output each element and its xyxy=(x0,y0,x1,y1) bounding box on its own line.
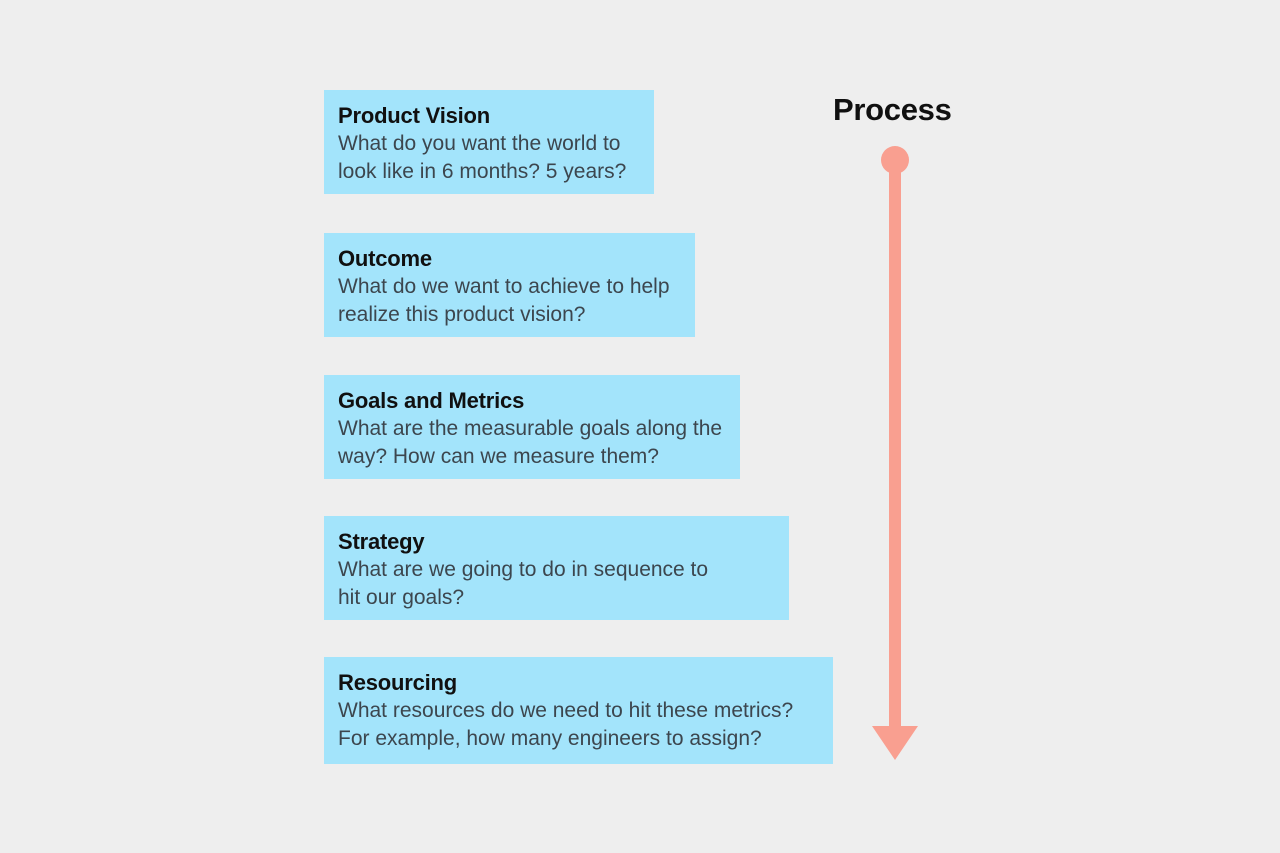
step-title: Resourcing xyxy=(338,670,458,695)
step-description: What do you want the world to look like … xyxy=(338,132,627,183)
process-arrow-icon xyxy=(872,146,918,760)
step-card-goals-and-metrics: Goals and Metrics What are the measurabl… xyxy=(324,375,740,479)
step-card-resourcing: Resourcing What resources do we need to … xyxy=(324,657,833,764)
step-card-strategy: Strategy What are we going to do in sequ… xyxy=(324,516,789,620)
step-title: Goals and Metrics xyxy=(338,388,525,413)
arrow-stem xyxy=(889,160,901,730)
step-description: What are we going to do in sequence to h… xyxy=(338,558,709,609)
step-card-outcome: Outcome What do we want to achieve to he… xyxy=(324,233,695,337)
step-title: Outcome xyxy=(338,246,432,271)
arrow-head-icon xyxy=(872,726,918,760)
step-title: Strategy xyxy=(338,529,425,554)
process-title: Process xyxy=(833,92,952,127)
step-description: What resources do we need to hit these m… xyxy=(338,699,794,750)
step-title: Product Vision xyxy=(338,103,491,128)
step-description: What do we want to achieve to help reali… xyxy=(338,275,670,326)
step-description: What are the measurable goals along the … xyxy=(338,417,723,468)
step-card-product-vision: Product Vision What do you want the worl… xyxy=(324,90,654,194)
